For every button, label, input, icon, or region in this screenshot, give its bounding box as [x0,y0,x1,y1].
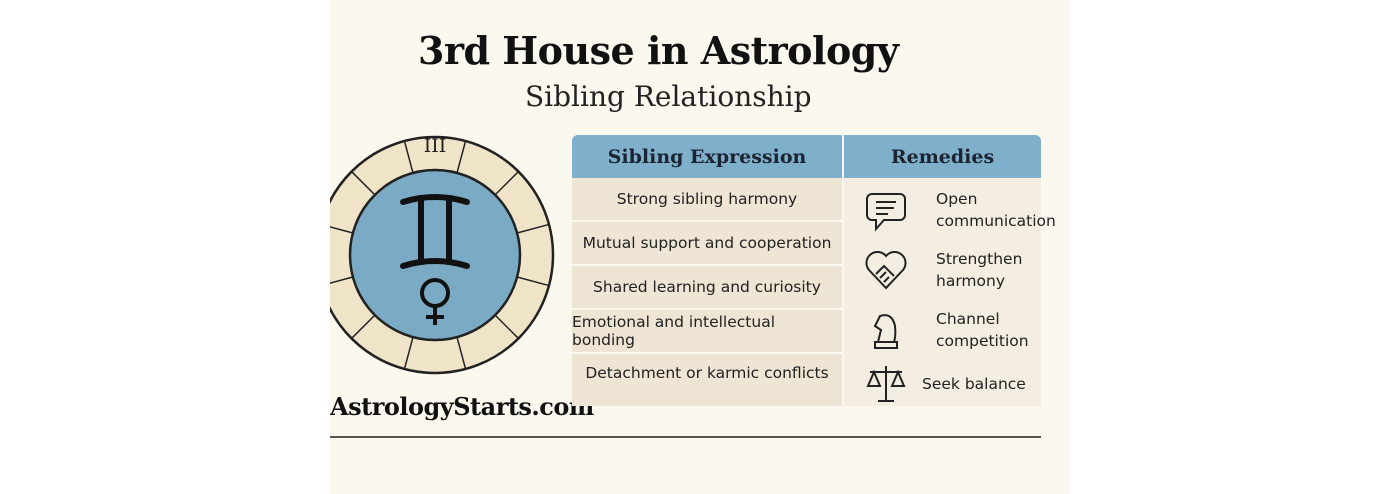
table-row: Shared learning and curiosity [572,266,842,308]
divider-line [330,436,1041,438]
house-divider [351,314,376,339]
remedy-label: harmony [936,272,1006,290]
brand-logo-text: AstrologyStarts.com [330,392,594,421]
house-divider [456,336,467,370]
heart-handshake-icon [865,251,907,290]
house-divider [330,276,354,284]
remedy-label: Open [936,190,978,208]
remedy-item: Strengthen harmony [864,248,1022,292]
table-row: Strong sibling harmony [572,178,842,220]
remedy-label: Channel [936,310,1000,328]
speech-bubble-icon [866,193,906,232]
gemini-icon [400,194,470,269]
house-wheel: III [330,135,555,375]
scales-icon [866,366,906,402]
house-divider [494,314,519,339]
remedies-column: Open communication Strengthen harmony Chan… [844,178,1056,406]
venus-icon [420,278,450,325]
house-divider [403,336,414,370]
chess-knight-icon [873,314,898,349]
remedy-item: Channel competition [864,308,1029,352]
house-divider [456,140,467,174]
header-remedies: Remedies [844,135,1041,178]
wheel-center [348,168,522,342]
house-divider [330,226,354,234]
header-sibling-expression: Sibling Expression [572,135,842,178]
table-row: Mutual support and cooperation [572,222,842,264]
page-subtitle: Sibling Relationship [525,80,812,113]
remedy-label: Seek balance [922,375,1026,393]
remedy-item: Open communication [864,188,1056,232]
remedy-label: competition [936,332,1029,350]
house-divider [516,223,550,234]
infographic-panel: 3rd House in Astrology Sibling Relations… [330,0,1070,494]
house-divider [403,140,414,174]
table-row: Detachment or karmic conflicts [572,354,842,406]
page-title: 3rd House in Astrology [418,28,899,73]
remedies-table: Sibling Expression Remedies Strong sibli… [572,135,1056,406]
house-numeral: III [424,135,447,157]
table-row: Emotional and intellectual bonding [572,310,842,352]
remedy-label: communication [936,212,1056,230]
remedy-item: Seek balance [864,362,1026,406]
house-divider [516,276,550,287]
house-divider [351,171,376,196]
house-divider [494,171,519,196]
remedy-label: Strengthen [936,250,1023,268]
